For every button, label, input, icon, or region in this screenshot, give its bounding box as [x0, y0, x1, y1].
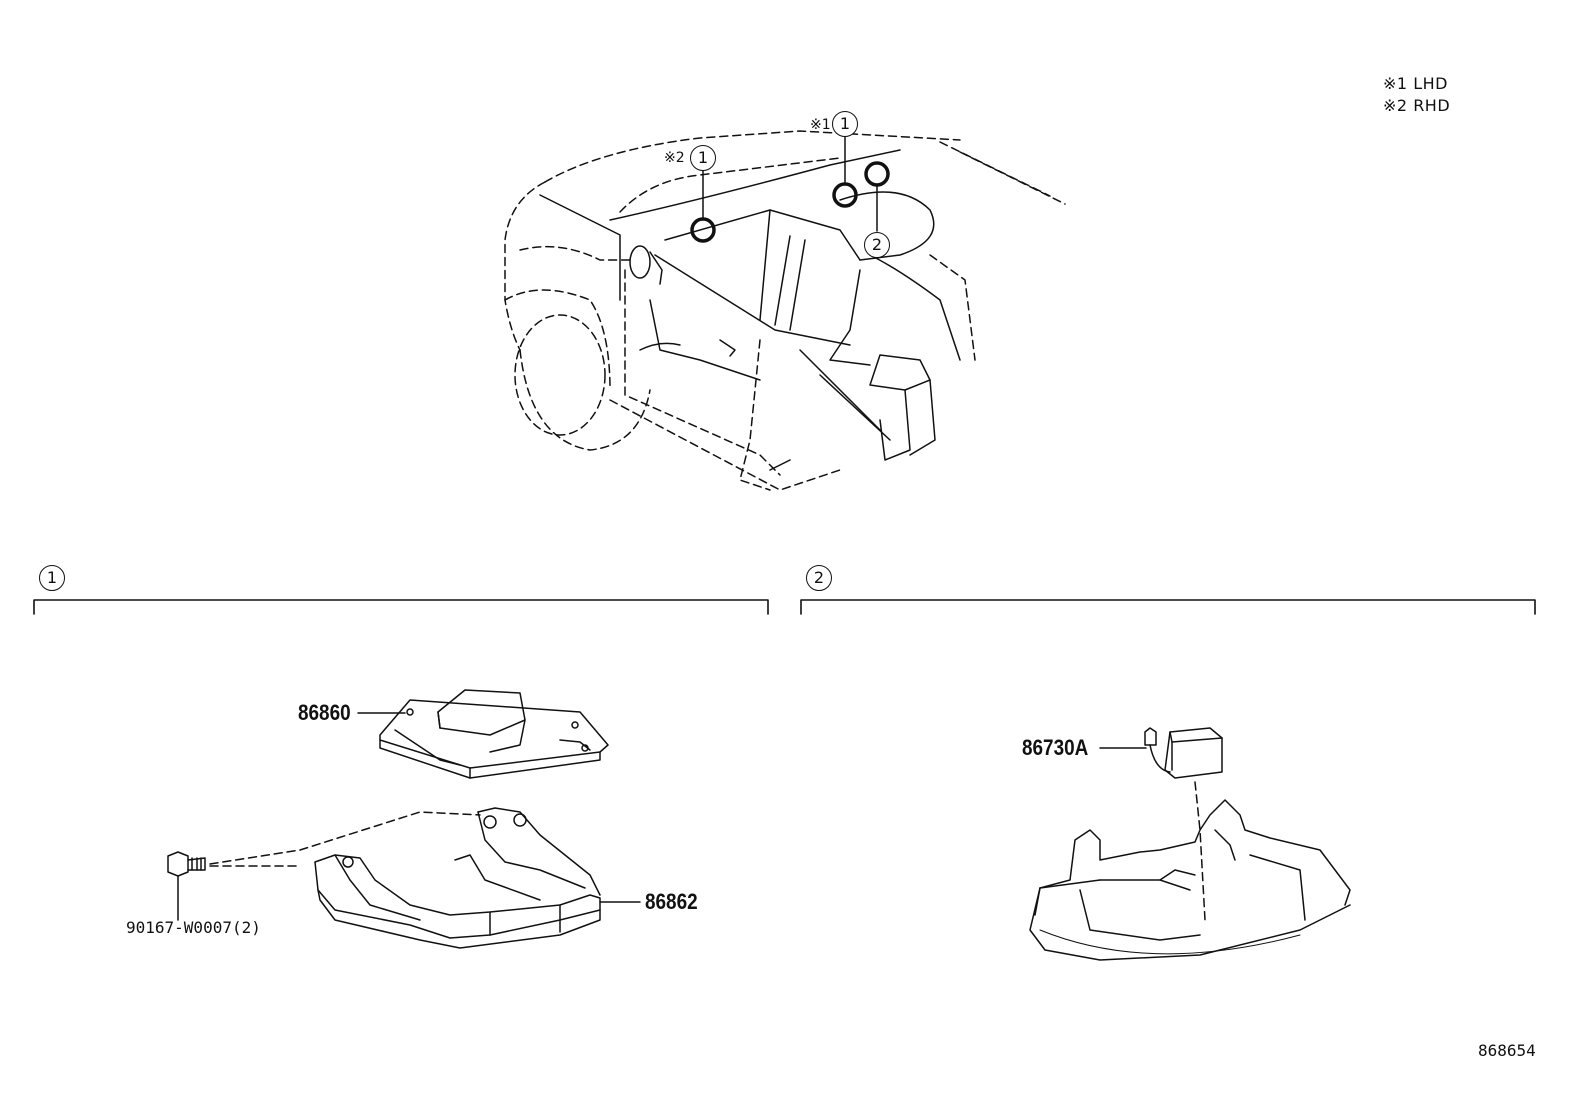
section-2-number: 2 — [806, 565, 832, 591]
section-1-number: 1 — [39, 565, 65, 591]
callout-rhd-mark: ※2 — [664, 150, 685, 166]
sensor-assembly — [1029, 727, 1351, 961]
legend-lhd: ※1 LHD — [1383, 76, 1448, 92]
legend-text: RHD — [1413, 96, 1451, 115]
callout-circle-1-rhd: 1 — [690, 145, 716, 171]
part-number-screw: 90167-W0007(2) — [126, 918, 261, 937]
legend-rhd: ※2 RHD — [1383, 98, 1450, 114]
callout-circle-1-lhd: 1 — [832, 111, 858, 137]
legend-mark: ※1 — [1383, 74, 1408, 93]
computer-assembly — [167, 689, 641, 949]
vehicle-overview — [504, 130, 1066, 491]
callout-lhd-mark: ※1 — [810, 117, 831, 133]
legend-text: LHD — [1413, 74, 1448, 93]
legend-mark: ※2 — [1383, 96, 1408, 115]
part-number-86860: 86860 — [298, 700, 351, 725]
section-dividers — [33, 599, 1536, 615]
part-number-86862: 86862 — [645, 889, 698, 914]
callout-circle-2: 2 — [864, 232, 890, 258]
diagram-code: 868654 — [1478, 1041, 1536, 1060]
part-number-86730a: 86730A — [1022, 735, 1089, 760]
